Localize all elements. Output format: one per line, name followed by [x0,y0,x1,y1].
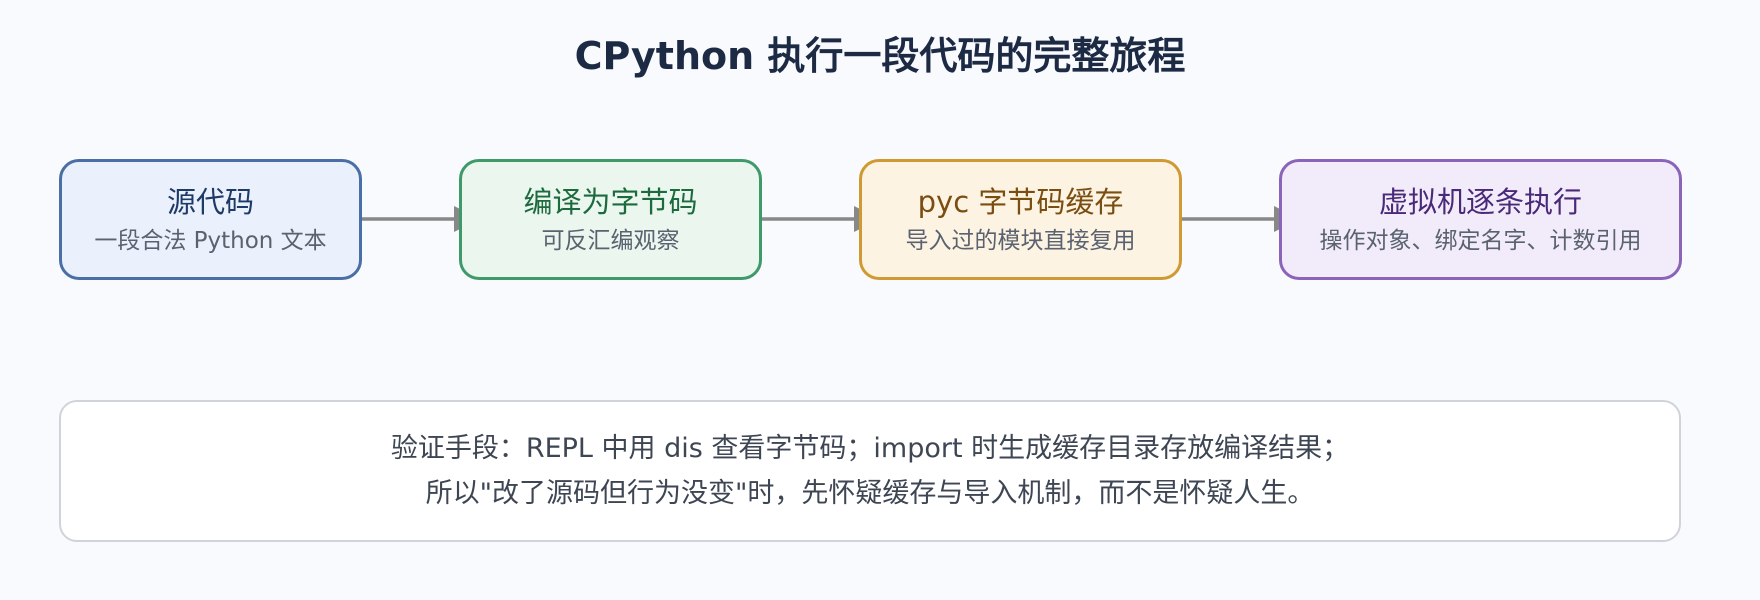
node-subtitle: 一段合法 Python 文本 [94,227,327,254]
note-line-2: 所以"改了源码但行为没变"时，先怀疑缓存与导入机制，而不是怀疑人生。 [425,478,1315,509]
node-subtitle: 可反汇编观察 [541,227,680,254]
node-virtual-machine: 虚拟机逐条执行 操作对象、绑定名字、计数引用 [1279,159,1682,280]
note-box: 验证手段：REPL 中用 dis 查看字节码；import 时生成缓存目录存放编… [59,400,1681,542]
node-title: 源代码 [166,184,254,219]
node-title: 编译为字节码 [523,184,698,219]
node-source-code: 源代码 一段合法 Python 文本 [59,159,362,280]
node-subtitle: 操作对象、绑定名字、计数引用 [1319,227,1642,254]
diagram-title: CPython 执行一段代码的完整旅程 [574,34,1186,78]
note-line-1: 验证手段：REPL 中用 dis 查看字节码；import 时生成缓存目录存放编… [390,433,1350,464]
node-title: 虚拟机逐条执行 [1378,184,1582,219]
node-compile-bytecode: 编译为字节码 可反汇编观察 [459,159,762,280]
node-title: pyc 字节码缓存 [917,184,1124,219]
node-pyc-cache: pyc 字节码缓存 导入过的模块直接复用 [859,159,1182,280]
node-subtitle: 导入过的模块直接复用 [905,227,1136,254]
